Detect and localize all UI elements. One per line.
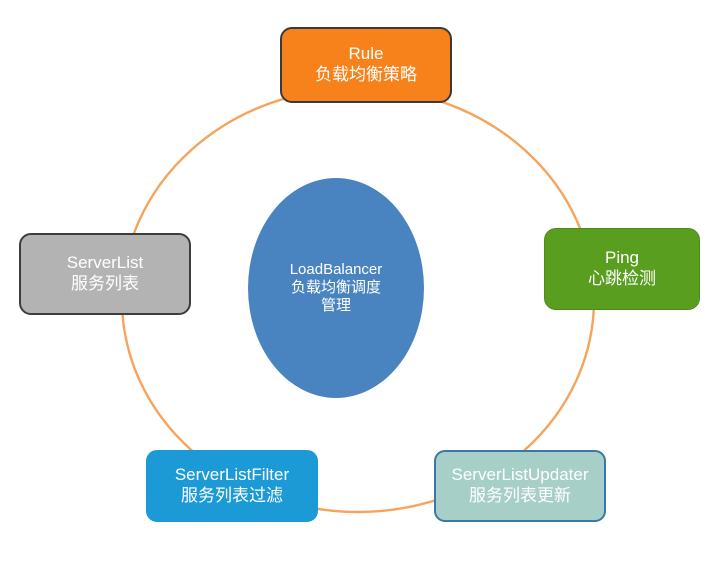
node-loadbalancer[interactable]: LoadBalancer 负载均衡调度 管理	[248, 178, 424, 398]
node-serverlistfilter[interactable]: ServerListFilter 服务列表过滤	[146, 450, 318, 522]
node-ping[interactable]: Ping 心跳检测	[544, 228, 700, 310]
node-loadbalancer-label-cn: 负载均衡调度	[290, 278, 381, 296]
node-ping-label-cn: 心跳检测	[588, 269, 656, 288]
node-serverlist-label-cn: 服务列表	[71, 274, 139, 293]
node-ping-label-en: Ping	[604, 248, 640, 268]
node-rule[interactable]: Rule 负载均衡策略	[280, 27, 452, 103]
node-serverlist[interactable]: ServerList 服务列表	[19, 233, 191, 315]
node-serverlistupdater-label-en: ServerListUpdater	[451, 465, 589, 485]
node-loadbalancer-label-cn2: 管理	[320, 297, 351, 315]
node-rule-label-en: Rule	[348, 44, 384, 64]
node-serverlist-label-en: ServerList	[66, 253, 144, 273]
node-rule-label-cn: 负载均衡策略	[315, 65, 417, 84]
node-serverlistfilter-label-cn: 服务列表过滤	[181, 486, 283, 505]
node-serverlistupdater-label-cn: 服务列表更新	[469, 486, 571, 505]
node-serverlistfilter-label-en: ServerListFilter	[174, 465, 290, 485]
node-loadbalancer-label-en: LoadBalancer	[289, 260, 383, 278]
node-serverlistupdater[interactable]: ServerListUpdater 服务列表更新	[434, 450, 606, 522]
